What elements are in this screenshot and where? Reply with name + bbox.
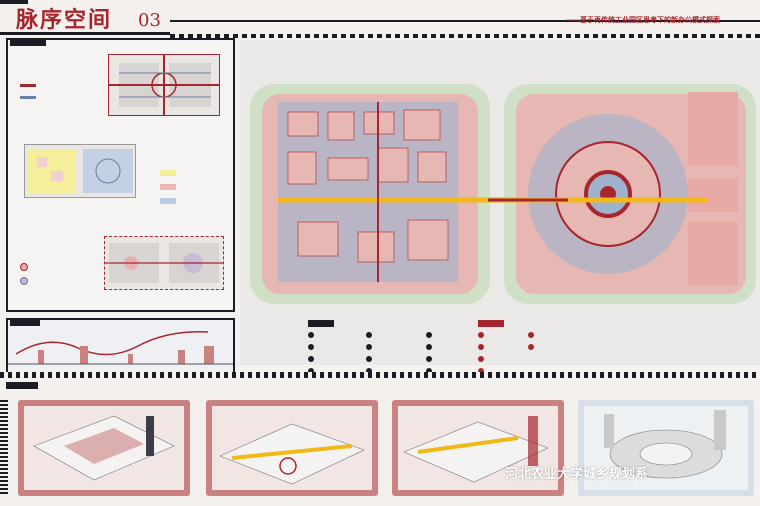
watermark-text: 河北农业大学城乡规划系 bbox=[505, 467, 649, 482]
bottom-section-label-block bbox=[6, 382, 38, 389]
legend-item-4 bbox=[308, 368, 314, 374]
header-stripe bbox=[170, 34, 760, 38]
legend-office bbox=[160, 198, 176, 204]
legend-item-10 bbox=[426, 344, 432, 350]
scene-card-4 bbox=[578, 400, 754, 496]
skyline-drawing bbox=[8, 331, 233, 365]
page-number: 03 bbox=[138, 10, 161, 31]
top-band bbox=[0, 0, 28, 4]
skyline-section bbox=[6, 318, 235, 374]
legend-item-9 bbox=[426, 332, 432, 338]
legend-item-5 bbox=[366, 332, 372, 338]
legend-secondary-node bbox=[20, 270, 28, 289]
legend-item-6 bbox=[366, 344, 372, 350]
header-band-right bbox=[170, 20, 760, 22]
scene-1-drawing-area bbox=[24, 406, 184, 490]
legend-item-2 bbox=[308, 344, 314, 350]
plan-legend bbox=[302, 318, 562, 380]
scene-4-drawing-area bbox=[584, 406, 748, 490]
legend-heading-right bbox=[478, 320, 504, 327]
page-title: 脉序空间 bbox=[16, 7, 113, 33]
function-analysis-drawing bbox=[27, 149, 133, 193]
panel-label-block bbox=[10, 39, 46, 46]
legend-business bbox=[160, 170, 176, 176]
section-divider-stripe bbox=[0, 372, 760, 378]
legend-item-13 bbox=[478, 332, 484, 338]
scene-1-drawing bbox=[33, 415, 175, 481]
legend-item-17 bbox=[528, 332, 534, 338]
legend-service bbox=[160, 184, 176, 190]
legend-item-18 bbox=[528, 344, 534, 350]
legend-item-8 bbox=[366, 368, 372, 374]
legend-item-11 bbox=[426, 356, 432, 362]
master-plan bbox=[250, 84, 756, 304]
scene-3-drawing bbox=[403, 416, 549, 483]
scene-3-drawing-area bbox=[398, 406, 558, 490]
legend-item-16 bbox=[478, 368, 484, 374]
analysis-panel bbox=[6, 38, 235, 312]
legend-item-14 bbox=[478, 344, 484, 350]
left-edge-stripes bbox=[0, 400, 8, 496]
skyline-label-block bbox=[10, 319, 40, 326]
scene-card-3 bbox=[392, 400, 564, 496]
node-analysis-drawing bbox=[105, 243, 223, 283]
legend-main-axis bbox=[20, 84, 36, 87]
legend-item-3 bbox=[308, 356, 314, 362]
scene-4-drawing bbox=[604, 410, 726, 479]
legend-item-7 bbox=[366, 356, 372, 362]
axis-analysis-drawing bbox=[109, 55, 219, 115]
scene-card-1 bbox=[18, 400, 190, 496]
page-subtitle: ——基于再传统工业园区思考下的新办公模式探索 bbox=[566, 15, 720, 24]
scene-2-drawing bbox=[219, 423, 365, 485]
scene-card-2 bbox=[206, 400, 378, 496]
function-analysis-map bbox=[24, 144, 136, 198]
title-underline bbox=[0, 32, 170, 35]
axis-analysis-map bbox=[108, 54, 220, 116]
scene-2-drawing-area bbox=[212, 406, 372, 490]
legend-heading-left bbox=[308, 320, 334, 327]
node-analysis-map bbox=[104, 236, 224, 290]
legend-item-15 bbox=[478, 356, 484, 362]
legend-main-node bbox=[20, 256, 28, 275]
legend-item-12 bbox=[426, 368, 432, 374]
legend-secondary-axis bbox=[20, 96, 36, 99]
legend-item-1 bbox=[308, 332, 314, 338]
